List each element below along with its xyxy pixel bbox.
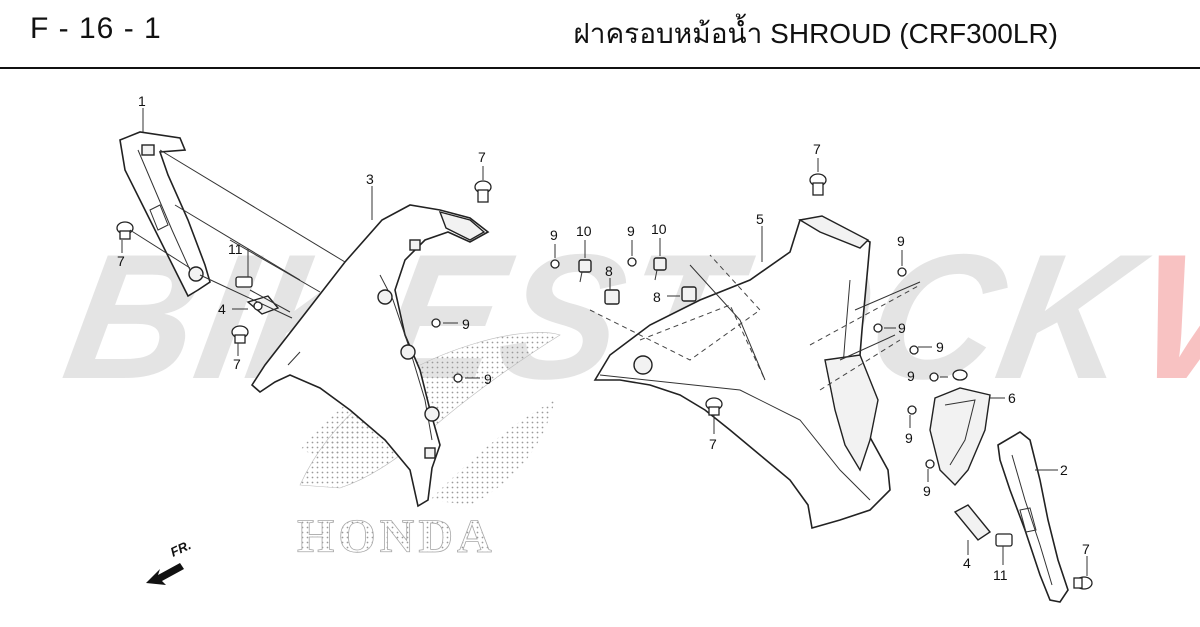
callout-9-i: 9 [905, 430, 913, 446]
callout-7-left-upper: 7 [117, 253, 125, 269]
callout-9-g: 9 [936, 339, 944, 355]
callout-7-right-top: 7 [813, 141, 821, 157]
part-3-left-shroud [250, 204, 490, 508]
callout-7-far-right: 7 [1082, 541, 1090, 557]
callout-7-right-mid: 7 [709, 436, 717, 452]
page-title: ฝาครอบหม้อน้ำ SHROUD (CRF300LR) [573, 18, 1058, 49]
part-4-right-collar [953, 504, 992, 541]
callout-11-right: 11 [993, 567, 1008, 583]
bolt-7-right-top [809, 173, 827, 196]
part-11-left-bolt [235, 276, 253, 288]
part-6-bracket [929, 369, 991, 487]
part-1-left-inner-trim [119, 131, 211, 298]
header-rule [0, 67, 1200, 69]
page-header: F - 16 - 1 ฝาครอบหม้อน้ำ SHROUD (CRF300L… [0, 0, 1200, 69]
callout-10-left: 10 [576, 223, 592, 239]
callout-2: 2 [1060, 462, 1068, 478]
bolt-7-center-top [474, 180, 492, 203]
callout-10-right: 10 [651, 221, 667, 237]
callout-7-left-lower: 7 [233, 356, 241, 372]
callout-4-left: 4 [218, 301, 226, 317]
callout-9-j: 9 [923, 483, 931, 499]
bolt-7-left-upper [116, 221, 134, 240]
callout-4-right: 4 [963, 555, 971, 571]
bolt-7-left-lower [231, 325, 249, 344]
page-code: F - 16 - 1 [30, 12, 162, 45]
front-direction-arrow: FR. [146, 537, 193, 585]
clip-8-left [604, 289, 620, 305]
callout-9-d: 9 [627, 223, 635, 239]
part-5-right-shroud [593, 215, 891, 530]
callout-8-right: 8 [653, 289, 661, 305]
callout-labels: 1 2 3 4 4 5 6 7 7 7 7 7 7 8 8 9 9 9 9 9 … [117, 93, 1090, 583]
callout-9-b: 9 [484, 371, 492, 387]
part-11-right-bolt [995, 533, 1013, 547]
callout-9-h: 9 [907, 368, 915, 384]
assembly-lines [129, 149, 921, 391]
clip-10-left [578, 259, 592, 283]
part-2-right-inner-trim [997, 431, 1069, 603]
callout-5: 5 [756, 211, 764, 227]
callout-1: 1 [138, 93, 146, 109]
callout-3: 3 [366, 171, 374, 187]
callout-9-a: 9 [462, 316, 470, 332]
callout-11-left: 11 [228, 241, 243, 257]
part-4-left-collar [246, 295, 280, 315]
bolt-7-far-right [1073, 576, 1093, 590]
clip-10-right [653, 257, 667, 281]
callout-9-f: 9 [898, 320, 906, 336]
callout-7-center-top: 7 [478, 149, 486, 165]
callout-8-left: 8 [605, 263, 613, 279]
callout-9-e: 9 [897, 233, 905, 249]
leader-lines [121, 108, 1088, 576]
screw-9-set [431, 257, 939, 469]
clip-8-right [681, 286, 697, 302]
front-direction-text: FR. [168, 537, 193, 559]
callout-6: 6 [1008, 390, 1016, 406]
callout-9-c: 9 [550, 227, 558, 243]
honda-logo-text: HONDA [297, 510, 496, 563]
bolt-7-right-mid [705, 397, 723, 416]
